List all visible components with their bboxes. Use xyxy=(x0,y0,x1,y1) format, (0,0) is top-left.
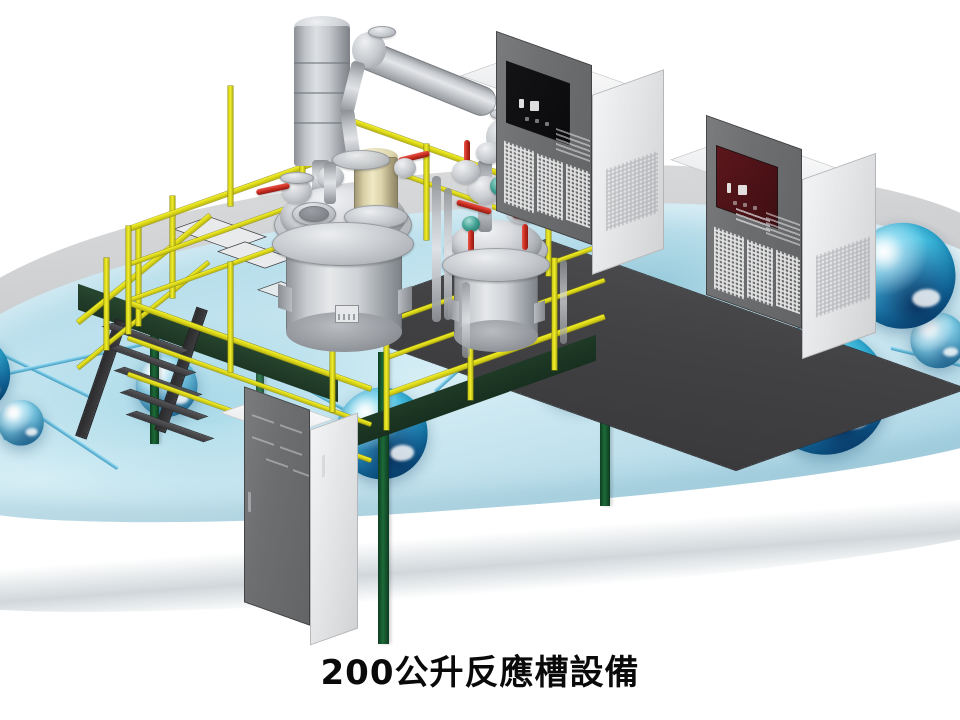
column-band xyxy=(294,62,350,64)
valve-stem-red xyxy=(468,230,474,256)
valve-stem-red xyxy=(464,140,470,168)
service-pipe xyxy=(444,188,452,320)
railing-post xyxy=(424,144,429,240)
reactor-riser-pipe xyxy=(324,162,336,204)
secondary-body-flange xyxy=(442,248,550,282)
service-pipe xyxy=(462,282,470,358)
valve-stem-red xyxy=(522,224,528,250)
cabinet-vent-grille xyxy=(747,239,773,307)
reactor-support-lug xyxy=(278,283,292,313)
secondary-top-valve xyxy=(452,160,480,184)
platform-leg xyxy=(378,352,389,644)
railing-post xyxy=(384,318,389,430)
panel-indicator xyxy=(727,183,731,193)
panel-indicator xyxy=(519,99,524,108)
reactor-support-lug xyxy=(398,285,412,315)
cabinet-side-handle xyxy=(322,454,325,478)
service-pipe xyxy=(560,260,567,344)
panel-indicator xyxy=(535,119,539,123)
railing-post xyxy=(126,226,131,334)
column-band xyxy=(294,92,350,94)
cabinet-vent-grille xyxy=(776,249,800,315)
reactor-body-flange xyxy=(272,222,414,266)
cabinet-vent-grille xyxy=(566,163,590,229)
agitator-lid-flange xyxy=(332,150,390,170)
panel-indicator xyxy=(733,201,737,205)
cabinet-door-handle xyxy=(248,491,251,513)
railing-post xyxy=(228,262,233,372)
condenser-flange xyxy=(368,26,396,38)
secondary-support-lug xyxy=(534,300,545,324)
column-band xyxy=(294,122,350,124)
panel-indicator xyxy=(743,203,747,207)
cabinet-side-face xyxy=(310,412,358,646)
valve-actuator-teal xyxy=(462,216,480,232)
panel-indicator xyxy=(530,101,539,111)
manifold-valve xyxy=(476,142,502,164)
cabinet-vent-grille xyxy=(537,153,563,221)
equipment-caption: 200公升反應槽設備 xyxy=(320,653,640,693)
reactor-nozzle-valve xyxy=(394,158,416,178)
panel-indicator xyxy=(545,122,549,126)
railing-post xyxy=(228,86,233,206)
stair-rail-post xyxy=(136,226,141,326)
distillation-column xyxy=(294,26,350,166)
railing-post xyxy=(546,190,551,276)
cabinet-vent-grille xyxy=(504,140,534,214)
railing-post xyxy=(330,300,335,412)
stair-rail-post xyxy=(104,258,109,350)
reactor-nameplate-rows xyxy=(338,314,356,320)
cabinet-front-face xyxy=(244,386,310,626)
panel-indicator xyxy=(738,185,747,195)
reactor-manway-inner xyxy=(299,206,329,222)
service-pipe xyxy=(432,176,441,322)
reactor-nozzle-flange xyxy=(280,172,314,184)
panel-indicator xyxy=(525,117,529,121)
railing-post xyxy=(552,258,557,370)
panel-indicator xyxy=(753,206,757,210)
cabinet-vent-grille xyxy=(714,226,744,300)
